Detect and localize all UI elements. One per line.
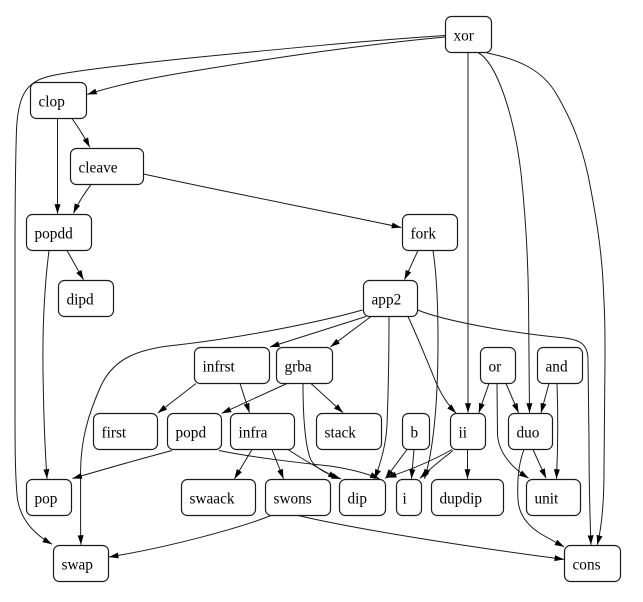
svg-text:swons: swons [274, 491, 312, 508]
svg-text:duo: duo [517, 425, 540, 442]
svg-text:or: or [489, 359, 502, 376]
svg-text:ii: ii [459, 425, 468, 442]
svg-text:popdd: popdd [35, 226, 74, 243]
svg-text:unit: unit [535, 491, 560, 508]
svg-text:swaack: swaack [190, 491, 235, 508]
svg-text:dip: dip [348, 491, 368, 508]
svg-text:cons: cons [573, 557, 601, 574]
svg-text:grba: grba [285, 359, 312, 376]
svg-text:popd: popd [176, 425, 207, 442]
svg-text:swap: swap [62, 557, 94, 574]
svg-text:dipd: dipd [67, 292, 95, 309]
svg-text:pop: pop [35, 491, 58, 508]
svg-text:stack: stack [325, 425, 357, 442]
svg-text:and: and [546, 359, 568, 376]
svg-text:i: i [403, 491, 407, 508]
svg-text:fork: fork [411, 226, 437, 243]
svg-text:infrst: infrst [203, 359, 236, 376]
svg-text:cleave: cleave [79, 160, 118, 177]
svg-text:xor: xor [454, 28, 474, 45]
svg-text:first: first [102, 425, 127, 442]
svg-text:dupdip: dupdip [440, 491, 483, 508]
svg-text:app2: app2 [372, 292, 402, 309]
svg-text:b: b [411, 425, 419, 442]
svg-text:clop: clop [39, 94, 66, 111]
svg-text:infra: infra [239, 425, 268, 442]
